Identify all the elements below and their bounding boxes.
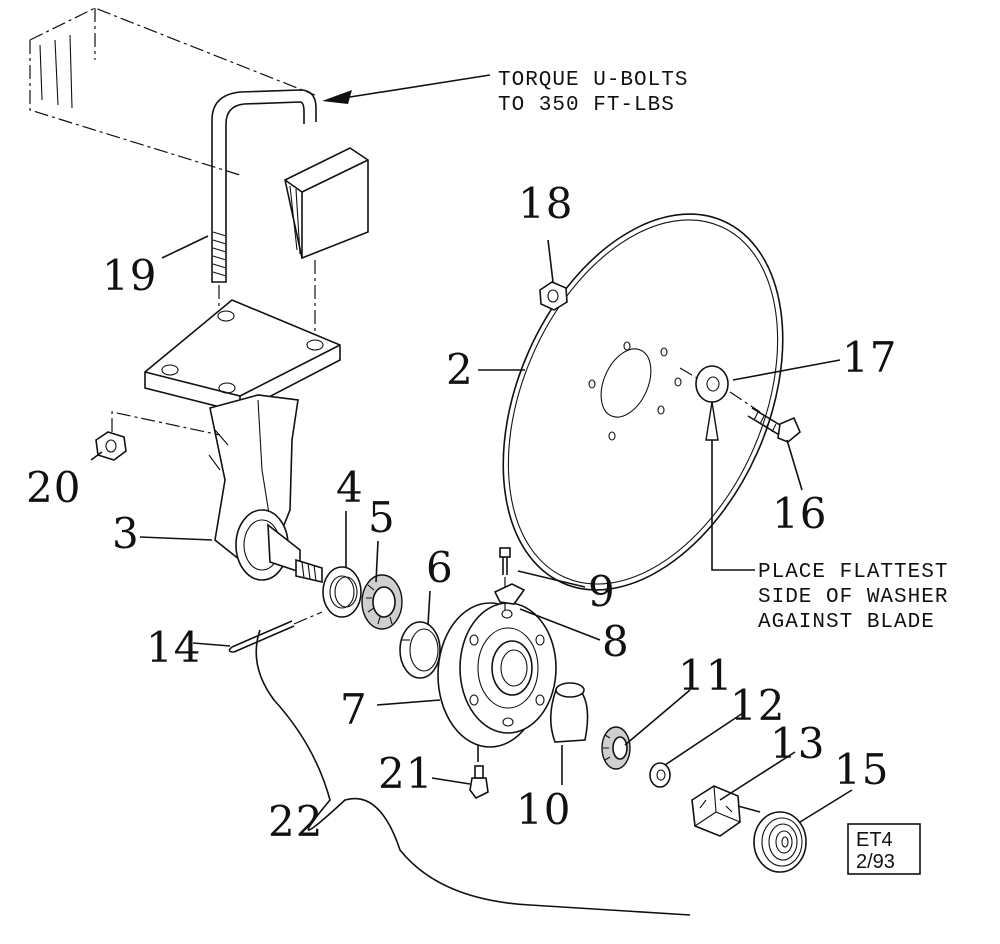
callout-15: 15 — [834, 745, 889, 794]
drawing-stamp: ET4 2/93 — [847, 823, 921, 875]
callout-2: 2 — [446, 345, 474, 394]
castle-nut — [691, 785, 761, 837]
callout-5: 5 — [368, 493, 396, 542]
torque-note-arrow — [322, 90, 352, 104]
callout-8: 8 — [602, 617, 630, 666]
blade-washer — [679, 365, 761, 413]
leader-lines — [90, 74, 853, 916]
lock-screw — [499, 547, 511, 610]
u-bolt — [211, 89, 317, 283]
washer-note-line1: PLACE FLATTEST — [758, 561, 948, 584]
stamp-code: ET4 — [856, 829, 893, 851]
callout-7: 7 — [340, 685, 368, 734]
washer-note-line2: SIDE OF WASHER — [758, 586, 948, 609]
callout-13: 13 — [770, 719, 825, 768]
hub — [437, 602, 557, 762]
callout-21: 21 — [378, 749, 433, 798]
blade-nut — [539, 281, 568, 311]
callout-12: 12 — [730, 681, 785, 730]
outer-bearing-cone — [601, 726, 631, 770]
callout-9: 9 — [588, 567, 616, 616]
callout-16: 16 — [772, 489, 827, 538]
callout-3: 3 — [112, 509, 140, 558]
outer-bearing-cup — [549, 682, 589, 743]
callout-14: 14 — [146, 623, 201, 672]
inner-bearing-cup — [399, 621, 441, 679]
square-tube — [29, 7, 369, 260]
callout-19: 19 — [102, 251, 157, 300]
callout-4: 4 — [336, 463, 364, 512]
washer-note-line3: AGAINST BLADE — [758, 611, 935, 634]
callout-17: 17 — [842, 333, 897, 382]
stamp-date: 2/93 — [856, 851, 895, 873]
callout-11: 11 — [678, 651, 733, 700]
disc-blade — [502, 213, 784, 591]
seal — [322, 566, 362, 618]
washer-note-arrow — [705, 401, 719, 441]
blade-bolt — [747, 407, 801, 443]
inner-bearing-cone — [361, 574, 403, 630]
mount-bracket — [144, 260, 341, 584]
grease-zerk — [469, 765, 489, 800]
callout-6: 6 — [426, 543, 454, 592]
spindle-washer — [649, 762, 671, 788]
torque-note-line2: TO 350 FT-LBS — [498, 94, 675, 117]
dust-cap — [753, 811, 807, 873]
callout-20: 20 — [26, 463, 81, 512]
lock-retainer — [493, 583, 526, 605]
torque-note-line1: TORQUE U-BOLTS — [498, 69, 688, 92]
u-bolt-nut — [95, 411, 221, 461]
callout-10: 10 — [516, 785, 571, 834]
callout-18: 18 — [518, 179, 573, 228]
callout-22: 22 — [268, 797, 323, 846]
cotter-pin — [228, 611, 323, 653]
